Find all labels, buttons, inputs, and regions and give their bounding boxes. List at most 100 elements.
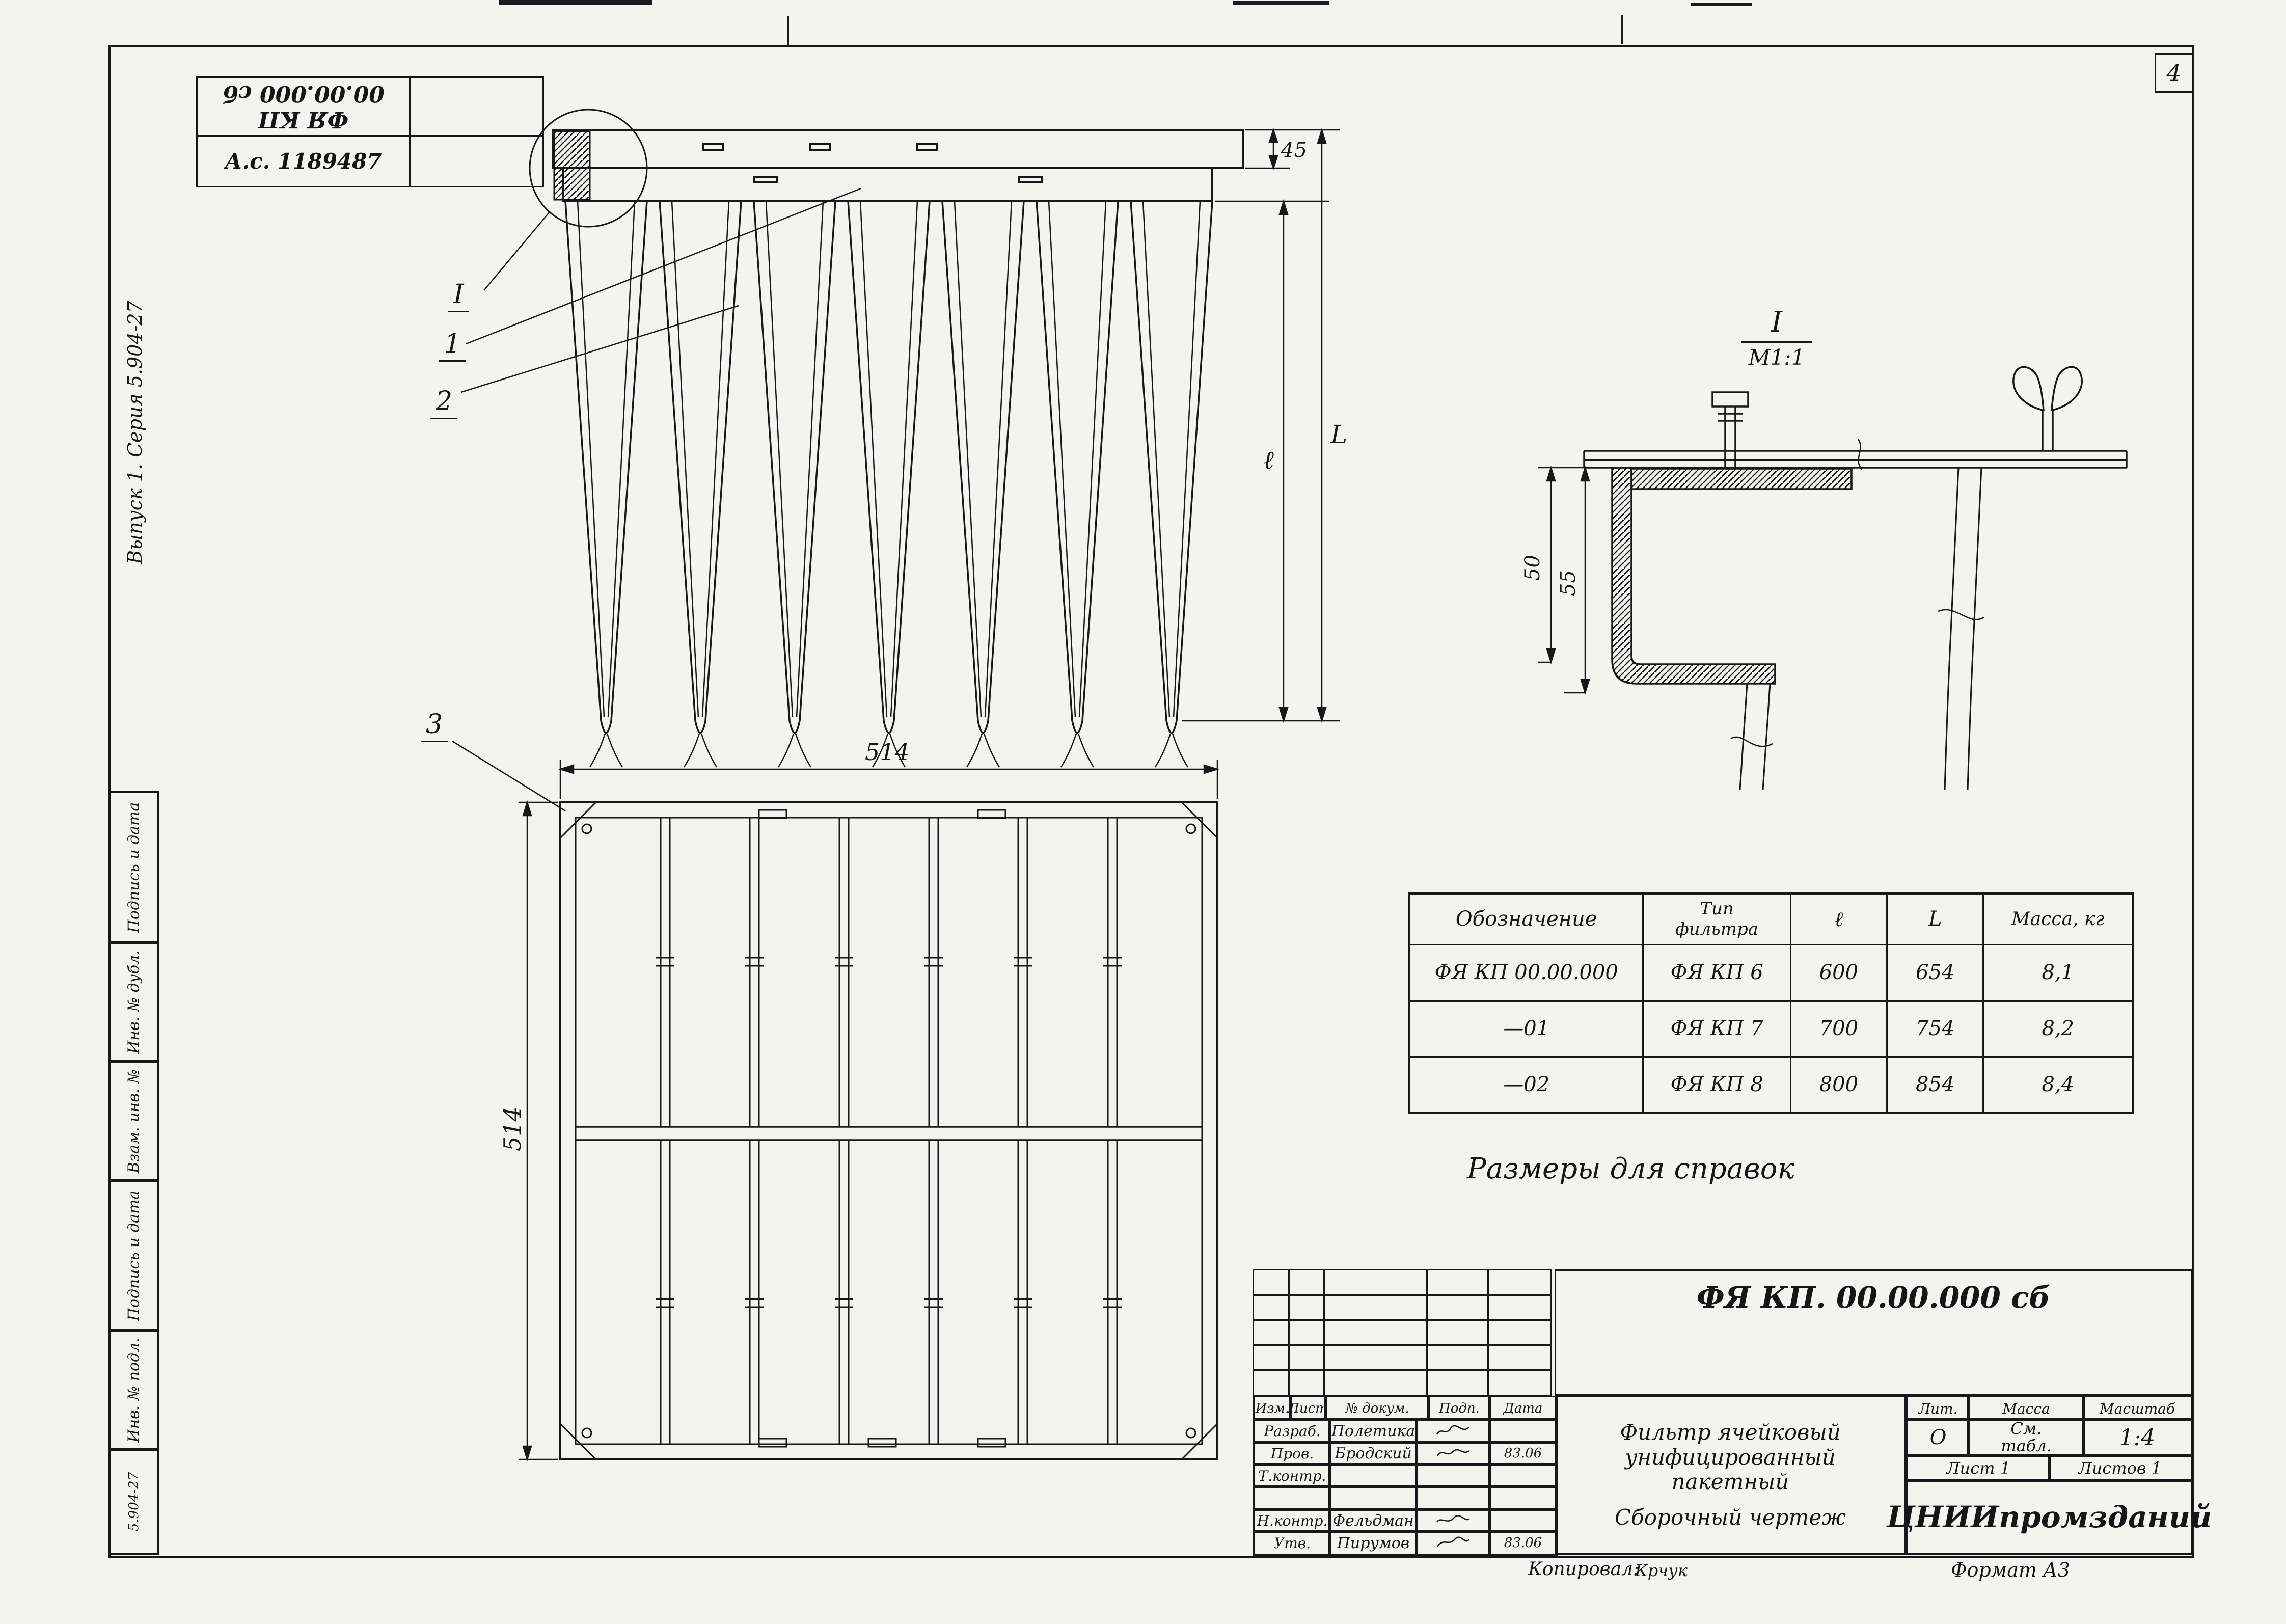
filter-media [1739,467,1982,790]
dim-plan-height: 514 [499,1106,526,1151]
filter-pockets [564,201,1213,768]
staff-name: Фельдман [1328,1508,1418,1533]
staff-name [1328,1485,1418,1511]
staff-role: Пров. [1253,1441,1331,1466]
title-line-2: унифицированный [1625,1444,1836,1470]
media-break-marks [1730,609,1984,747]
cell-mass: 8,4 [1982,1055,2134,1114]
margin-cell: Инв. № подл. [108,1329,159,1451]
staff-sign [1415,1418,1491,1444]
elevation-dimensions: 45 ℓ L [1182,127,1347,723]
staff-name: Полетика [1328,1418,1418,1444]
cell-L: 854 [1886,1055,1984,1114]
doc-number: ФЯ КП. 00.00.000 сб [1696,1280,2051,1315]
doc-number-cell: ФЯ КП. 00.00.000 сб [1555,1269,2192,1396]
title-line-3: пакетный [1671,1469,1789,1494]
sheets-cell: Листов 1 [2048,1454,2192,1482]
left-stamp-column: Подпись и дата Инв. № дубл. Взам. инв. №… [108,791,159,1555]
plan-view-svg: 514 514 [452,738,1220,1462]
staff-date: 83.06 [1488,1530,1558,1556]
margin-cell-note: 5.904-27 [126,1472,142,1531]
col-l-small: ℓ [1789,892,1888,945]
margin-cell: Взам. инв. № [108,1060,159,1182]
plan-middle-bar [576,1126,1202,1141]
detail-mark-label: I [448,279,469,312]
staff-date: 83.06 [1488,1441,1558,1466]
cell-mass: 8,1 [1982,943,2134,1002]
signature-scribble [1436,1536,1470,1547]
pocket-ties [589,733,1189,768]
col-l-big: L [1886,892,1984,945]
cell-L: 754 [1886,999,1984,1058]
organization-cell: ЦНИИпромзданий [1887,1479,2212,1555]
item-3-leader [452,740,566,812]
item-label-3: 3 [421,709,448,742]
detail-title: I М1:1 [1741,306,1812,370]
plan-dimensions: 514 514 [499,738,1220,1462]
staff-sign [1415,1508,1491,1533]
drawing-title-cell: Фильтр ячейковый унифицированный пакетны… [1555,1396,1906,1555]
margin-cell-label: Подпись и дата [125,1190,143,1321]
staff-name: Бродский [1328,1441,1418,1466]
cell-L: 654 [1886,943,1984,1002]
staff-sign [1415,1530,1491,1556]
wing-nut [2012,366,2083,451]
margin-cell-label: Взам. инв. № [125,1069,143,1174]
cell-type: ФЯ КП 8 [1642,1055,1791,1114]
staff-role: Утв. [1253,1530,1331,1556]
page-number-box: 4 [2155,53,2193,93]
staff-sign [1415,1485,1491,1511]
staff-role: Разраб. [1253,1418,1331,1444]
staff-sign [1415,1441,1491,1466]
margin-cell-label: Подпись и дата [125,802,143,933]
cell-type: ФЯ КП 6 [1642,943,1791,1002]
plan-slat-clips [656,957,1122,1308]
page-number: 4 [2166,59,2182,87]
dim-45: 45 [1281,139,1307,162]
filter-frame-rail [552,129,1244,202]
dim-plan-width: 514 [865,738,910,766]
cell-l: 600 [1789,943,1888,1002]
sheet-cell: Лист 1 [1906,1454,2051,1482]
title-block-main: ФЯ КП. 00.00.000 сб Фильтр ячейковый уни… [1555,1269,2212,1555]
detail-callout-circle [529,109,648,228]
series-note: Выпуск 1. Серия 5.904-27 [124,301,146,564]
copied-name: Крчук [1635,1561,1688,1580]
staff-block: Изм. Лист № докум. Подп. Дата Разраб. По… [1253,1396,1558,1556]
lit-value-cell: О [1906,1418,1970,1457]
lit-label-cell: Лит. [1906,1396,1970,1421]
detail-title-mark: I [1741,306,1812,343]
hdr-dokum: № докум. [1324,1396,1430,1421]
scale-label-cell: Масштаб [2082,1396,2192,1421]
title-line-1: Фильтр ячейковый [1620,1420,1841,1445]
staff-role [1253,1485,1331,1511]
margin-cell-label: Инв. № подл. [125,1338,143,1443]
clamp-bar [1630,468,1853,490]
dim-50: 50 [1521,555,1544,581]
spec-row: ФЯ КП 00.00.000 ФЯ КП 6 600 654 8,1 [1408,943,2134,1002]
plan-inner-frame [575,817,1203,1445]
reference-note: Размеры для справок [1467,1152,1794,1185]
staff-name [1328,1463,1418,1488]
cell-l: 700 [1789,999,1888,1058]
detail-view-svg: 50 55 [1521,366,2128,790]
staff-role: Т.контр. [1253,1463,1331,1488]
frame-flange [1583,450,2128,469]
col-mass: Масса, кг [1982,892,2134,945]
scan-artifact [499,0,652,5]
plan-slats [660,818,1118,1444]
revision-grid [1253,1269,1555,1396]
signature-scribble [1436,1449,1469,1456]
detail-dimensions: 50 55 [1521,465,1610,695]
patent-number: А.с. 1189487 [225,148,382,174]
staff-role: Н.контр. [1253,1508,1331,1533]
rotated-doc-code: ФЯ КП 00.00.000 сб [222,80,385,132]
plan-edge-tabs [758,809,1006,1448]
scan-artifact [1691,3,1752,6]
staff-date [1488,1463,1558,1488]
detail-title-scale: М1:1 [1748,345,1805,370]
elevation-view-svg: 45 ℓ L [460,109,1347,768]
